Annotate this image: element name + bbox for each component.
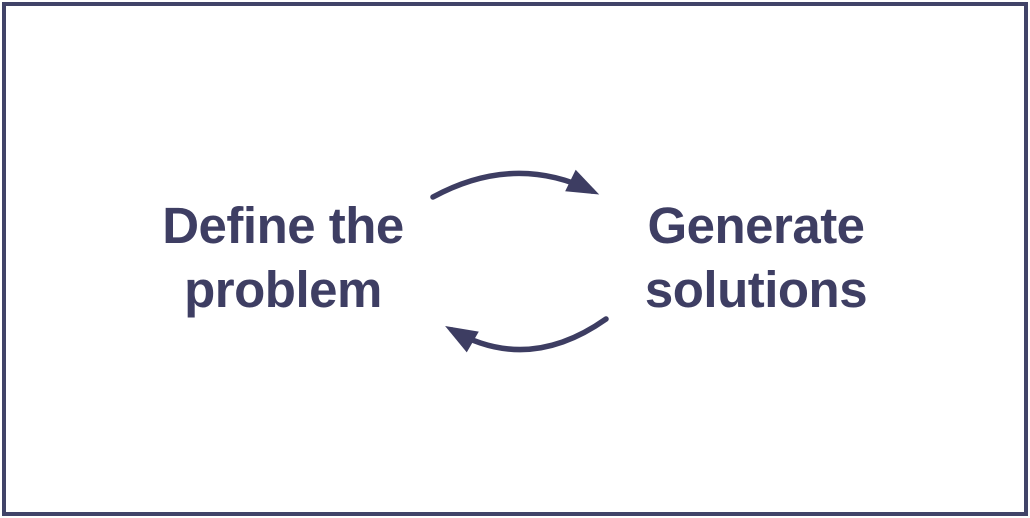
node-define-the-problem: Define the problem [133,194,433,322]
node-label-line: solutions [644,261,868,318]
node-generate-solutions: Generate solutions [606,194,906,322]
cycle-arrow-top [430,169,600,200]
node-label-line: problem [184,261,382,318]
node-label-line: Define the [162,197,404,254]
cycle-arrow-bottom [445,316,609,353]
node-label-line: Generate [647,197,865,254]
